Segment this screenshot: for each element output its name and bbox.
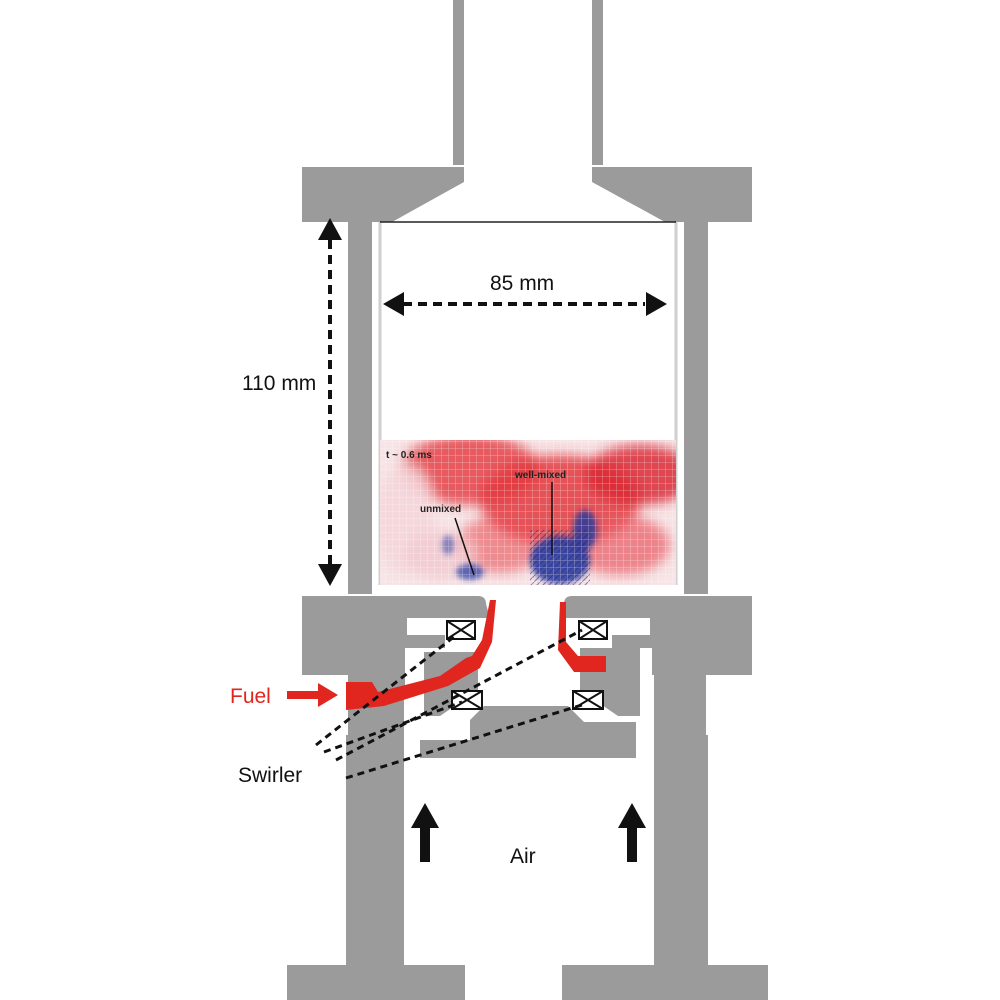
fuel-arrow-icon — [287, 683, 338, 707]
top-flange-right — [592, 167, 752, 222]
exhaust-wall-left — [453, 0, 464, 165]
swirler-leader-lines — [315, 628, 586, 780]
top-flange-left — [302, 167, 464, 222]
swirler-vane-icon — [451, 690, 483, 710]
bottom-flange-left — [302, 596, 490, 690]
unmixed-text: unmixed — [420, 504, 461, 515]
flow-field-image: t ~ 0.6 ms well-mixed unmixed — [380, 440, 676, 585]
lower-wall-left — [346, 735, 404, 967]
central-body — [420, 706, 636, 758]
swirler-vane-icon — [446, 620, 476, 640]
fuel-label: Fuel — [230, 685, 271, 708]
dimension-85mm — [383, 292, 667, 316]
dimension-110mm — [318, 218, 342, 586]
plenum-wall-right — [654, 675, 706, 735]
chamber-wall-right — [684, 222, 708, 594]
arrowhead-left-icon — [383, 292, 404, 316]
time-tag-text: t ~ 0.6 ms — [386, 450, 432, 461]
width-label: 85 mm — [490, 272, 554, 295]
up-arrow-icon — [411, 803, 439, 862]
chamber-wall-left — [348, 222, 372, 594]
air-label: Air — [510, 845, 536, 868]
unmixed-pointer — [454, 517, 475, 576]
swirler-vane-icon — [578, 620, 608, 640]
arrowhead-down-icon — [318, 564, 342, 586]
air-arrows — [411, 803, 646, 862]
exhaust-wall-right — [592, 0, 603, 165]
arrowhead-up-icon — [318, 218, 342, 240]
inlet-flange-right — [562, 965, 768, 1000]
swirler-label: Swirler — [238, 764, 302, 787]
bottom-flange-right — [560, 596, 752, 675]
fuel-passage — [287, 600, 606, 710]
lower-wall-right — [654, 735, 708, 967]
well-mixed-text: well-mixed — [514, 470, 566, 481]
length-label: 110 mm — [242, 372, 316, 395]
swirler-vanes — [446, 620, 608, 710]
inlet-flange-left — [287, 965, 465, 1000]
up-arrow-icon — [618, 803, 646, 862]
arrowhead-right-icon — [646, 292, 667, 316]
